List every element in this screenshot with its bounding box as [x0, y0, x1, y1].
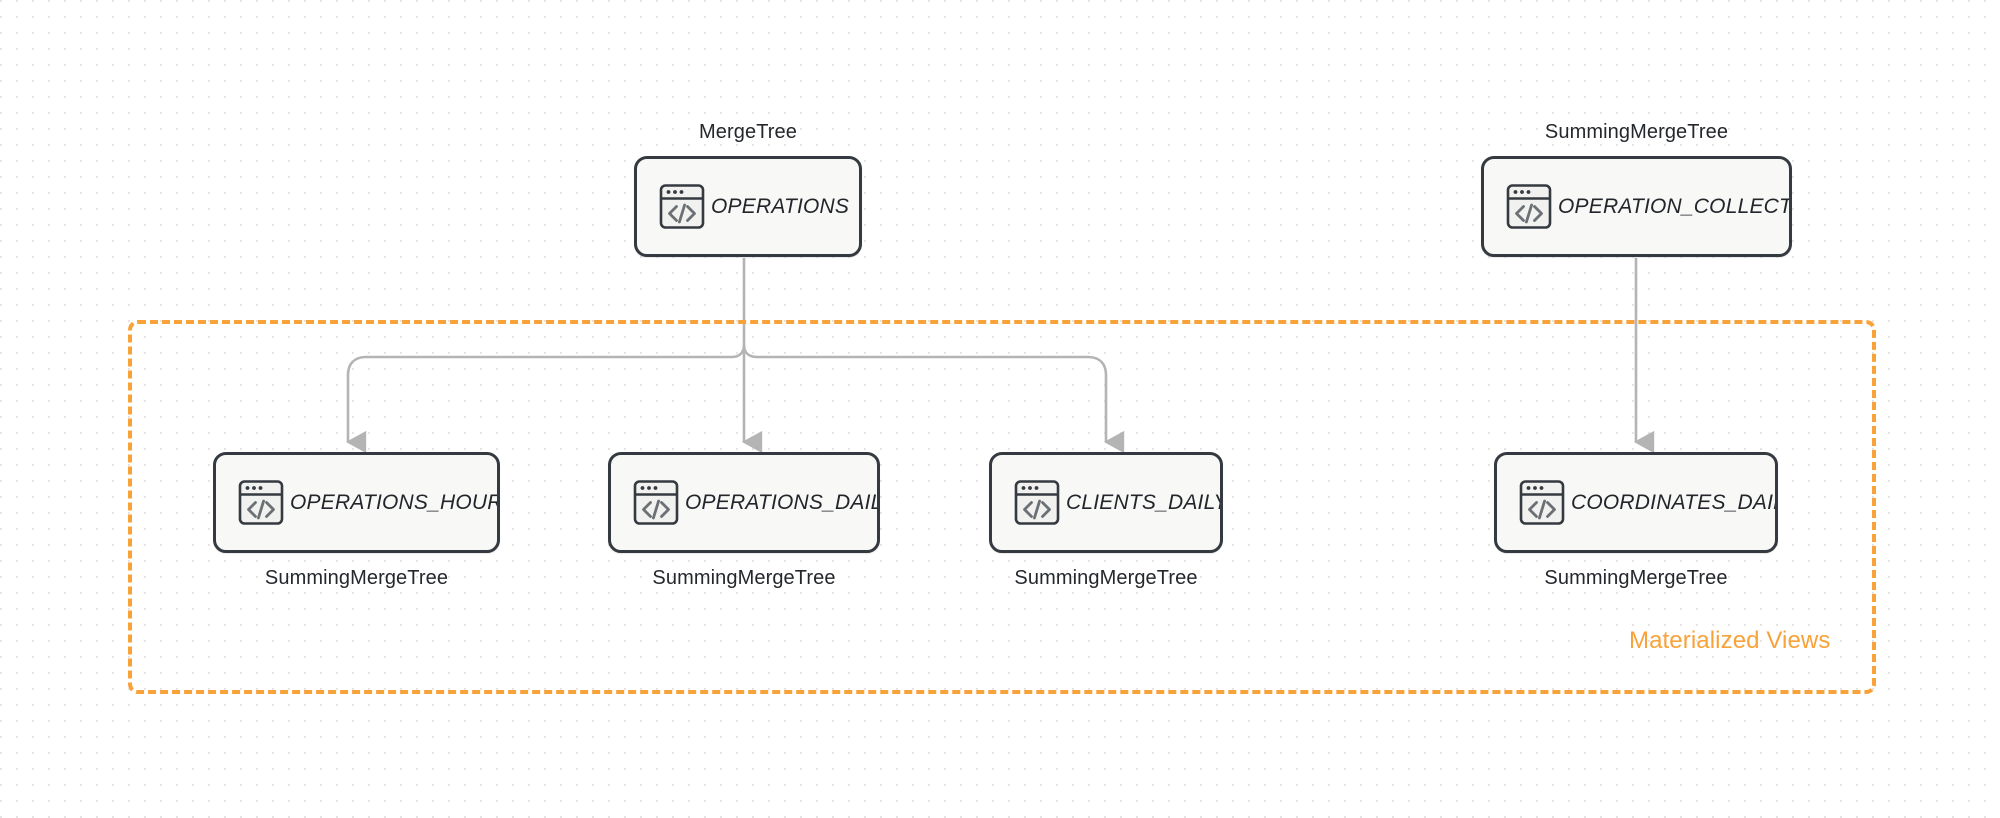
node-operations-daily-label: OPERATIONS_DAILY — [685, 490, 877, 514]
node-operations-box[interactable]: OPERATIONS — [634, 156, 862, 257]
node-operations-hourly-box[interactable]: OPERATIONS_HOURLY — [213, 452, 500, 553]
node-coordinates-daily[interactable]: COORDINATES_DAILY SummingMergeTree — [1494, 452, 1778, 589]
materialized-views-group[interactable] — [128, 320, 1876, 694]
node-operations-hourly-engine-caption: SummingMergeTree — [264, 567, 449, 589]
node-operations-daily[interactable]: OPERATIONS_DAILY SummingMergeTree — [608, 452, 880, 589]
code-window-icon — [1519, 479, 1565, 526]
node-operation-collection-engine-caption: SummingMergeTree — [1544, 121, 1729, 143]
node-operations-daily-engine-caption: SummingMergeTree — [652, 567, 836, 589]
node-operation-collection[interactable]: SummingMergeTree OPERATION_COLLECTION — [1481, 121, 1792, 257]
node-operations-hourly-label: OPERATIONS_HOURLY — [290, 490, 497, 514]
node-operations[interactable]: MergeTree OPERATIONS — [634, 121, 862, 257]
node-operations-hourly[interactable]: OPERATIONS_HOURLY SummingMergeTree — [213, 452, 500, 589]
materialized-views-group-label: Materialized Views — [1629, 627, 1831, 654]
node-clients-daily-engine-caption: SummingMergeTree — [1014, 567, 1198, 589]
node-operation-collection-box[interactable]: OPERATION_COLLECTION — [1481, 156, 1792, 257]
node-coordinates-daily-engine-caption: SummingMergeTree — [1544, 567, 1728, 589]
code-window-icon — [659, 183, 705, 230]
node-clients-daily-label: CLIENTS_DAILY — [1066, 490, 1220, 514]
code-window-icon — [633, 479, 679, 526]
code-window-icon — [1014, 479, 1060, 526]
node-clients-daily-box[interactable]: CLIENTS_DAILY — [989, 452, 1223, 553]
node-operations-engine-caption: MergeTree — [699, 121, 797, 143]
code-window-icon — [238, 479, 284, 526]
node-coordinates-daily-box[interactable]: COORDINATES_DAILY — [1494, 452, 1778, 553]
node-operations-daily-box[interactable]: OPERATIONS_DAILY — [608, 452, 880, 553]
node-coordinates-daily-label: COORDINATES_DAILY — [1571, 490, 1775, 514]
node-operations-label: OPERATIONS — [711, 194, 850, 218]
node-clients-daily[interactable]: CLIENTS_DAILY SummingMergeTree — [989, 452, 1223, 589]
code-window-icon — [1506, 183, 1552, 230]
node-operation-collection-label: OPERATION_COLLECTION — [1558, 194, 1789, 218]
